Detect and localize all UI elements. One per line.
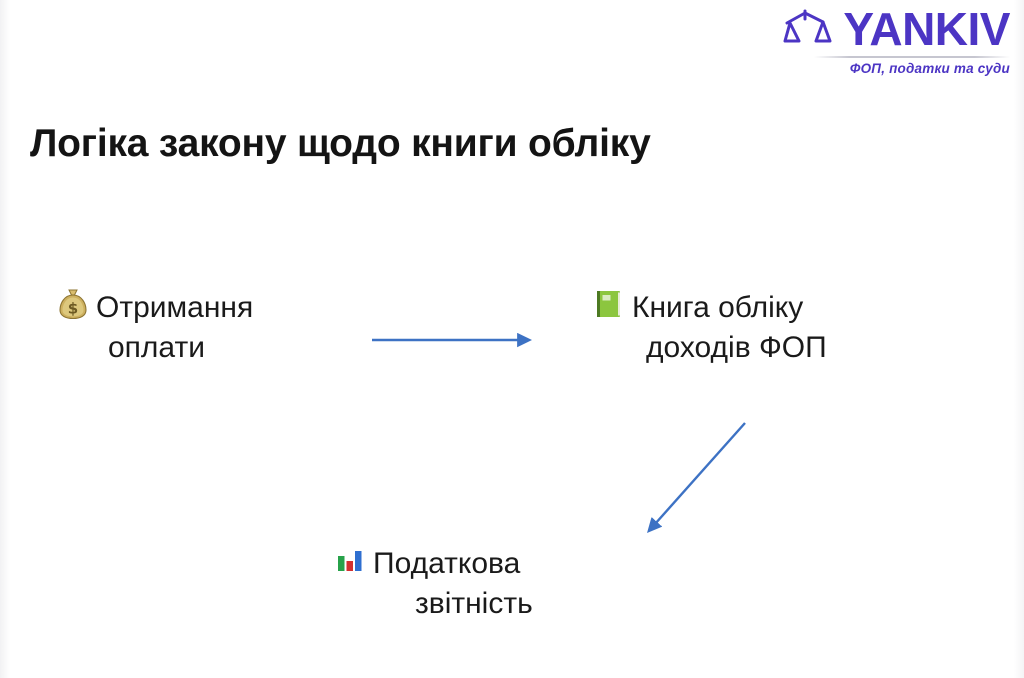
logo-divider — [814, 56, 1010, 58]
page-title: Логіка закону щодо книги обліку — [30, 122, 651, 166]
flow-node-book-label: Книга обліку доходів ФОП — [632, 291, 827, 364]
flow-node-report-label: Податкова звітність — [373, 547, 533, 620]
flow-node-book: Книга обліку доходів ФОП — [594, 288, 827, 368]
green-book-emoji — [594, 288, 624, 320]
bar-chart-emoji — [335, 544, 365, 576]
logo-top-row: YANKIV — [783, 4, 1010, 54]
scales-of-justice-icon — [783, 7, 841, 51]
brand-logo[interactable]: YANKIV ФОП, податки та суди — [756, 4, 1010, 82]
logo-tagline: ФОП, податки та суди — [849, 61, 1010, 76]
flow-node-payment: $ Отримання оплати — [58, 288, 253, 368]
logo-wordmark: YANKIV — [843, 3, 1010, 55]
arrow-book-to-report — [647, 422, 746, 533]
flow-node-payment-label: Отримання оплати — [96, 291, 254, 364]
svg-text:$: $ — [68, 300, 78, 318]
money-bag-emoji: $ — [58, 288, 88, 320]
flow-node-report: Податкова звітність — [335, 544, 533, 624]
